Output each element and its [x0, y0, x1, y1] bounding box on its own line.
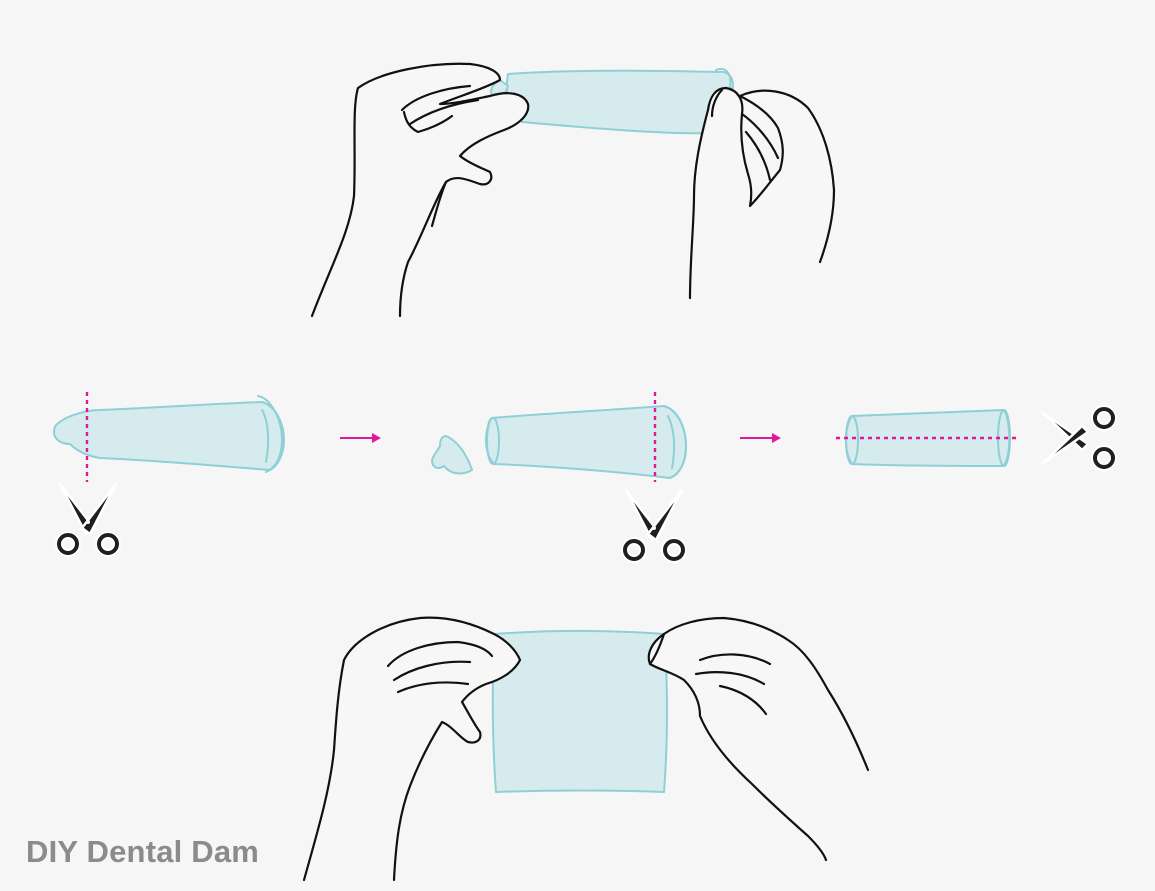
step-stretch-condom: [310, 62, 836, 318]
scissors-icon: [621, 488, 687, 563]
right-hand-icon: [647, 616, 870, 862]
condom-icon: [53, 395, 285, 473]
right-hand-icon: [688, 86, 836, 300]
step-cut-tip: [53, 392, 285, 557]
step-cut-lengthwise: [836, 405, 1117, 471]
step-cut-ring: [431, 392, 688, 563]
arrow-right-icon: [740, 433, 781, 443]
left-hand-icon: [310, 62, 530, 318]
scissors-icon: [1040, 405, 1117, 471]
latex-sheet-icon: [491, 630, 668, 793]
left-hand-icon: [302, 616, 522, 882]
page-title: DIY Dental Dam: [26, 834, 260, 869]
scissors-icon: [55, 482, 121, 557]
step-open-dam: [302, 616, 870, 882]
arrow-right-icon: [340, 433, 381, 443]
condom-tip-icon: [431, 435, 473, 475]
condom-tube-icon: [485, 405, 688, 479]
